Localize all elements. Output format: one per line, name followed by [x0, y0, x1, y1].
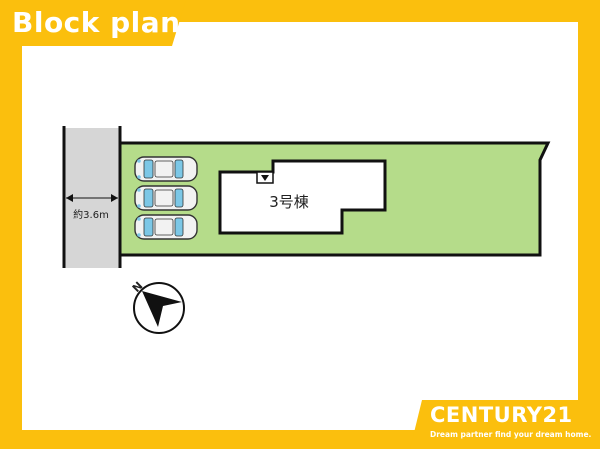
entrance-arrow-icon	[261, 175, 269, 181]
dimension-arrow-right	[111, 194, 118, 202]
car-icon	[134, 185, 198, 211]
car-icon	[134, 214, 198, 240]
brand-logo-text: CENTURY21	[430, 403, 573, 427]
road-width-label: 約3.6m	[73, 208, 109, 221]
page-title: Block plan	[12, 6, 181, 39]
parking-area	[134, 156, 198, 240]
brand-tagline: Dream partner find your dream home.	[430, 430, 592, 439]
car-icon	[134, 156, 198, 182]
dimension-arrow-left	[66, 194, 73, 202]
title-tab	[0, 0, 186, 46]
north-arrow-icon: N	[130, 279, 185, 334]
building-label: 3号棟	[269, 193, 309, 211]
